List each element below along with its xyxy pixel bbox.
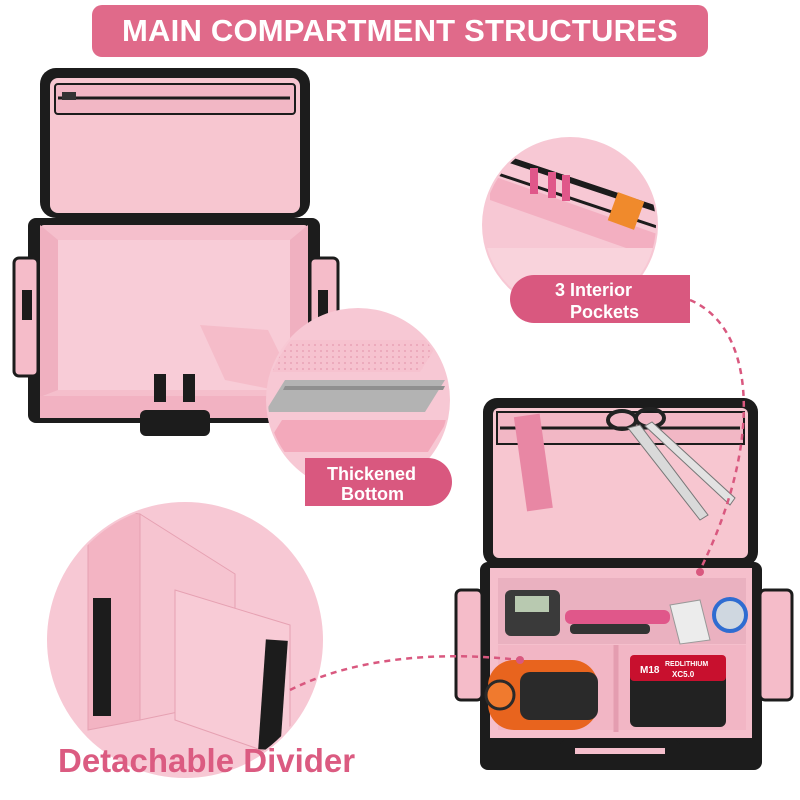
open-bag-with-tools: M18 REDLITHIUM XC5.0 — [454, 398, 794, 770]
bottom-callout: Thickened Bottom — [200, 308, 452, 506]
battery-brand: M18 — [640, 665, 660, 676]
page-title: MAIN COMPARTMENT STRUCTURES — [122, 13, 678, 48]
battery: M18 REDLITHIUM XC5.0 — [630, 655, 726, 727]
page-title-banner: MAIN COMPARTMENT STRUCTURES — [92, 5, 708, 57]
divider-callout — [47, 502, 323, 778]
bottom-label-line-2: Bottom — [341, 484, 404, 504]
pockets-callout: 3 Interior Pockets — [482, 137, 690, 323]
battery-line-2: XC5.0 — [672, 670, 695, 679]
pockets-connector — [689, 298, 746, 571]
battery-line-1: REDLITHIUM — [665, 661, 708, 668]
divider-label: Detachable Divider — [58, 742, 356, 779]
pockets-label-line-2: Pockets — [570, 302, 639, 322]
scissors-icon — [606, 407, 736, 521]
pockets-label-line-1: 3 Interior — [555, 280, 632, 300]
bottom-label-line-1: Thickened — [327, 464, 416, 484]
divider-connector — [289, 655, 521, 692]
